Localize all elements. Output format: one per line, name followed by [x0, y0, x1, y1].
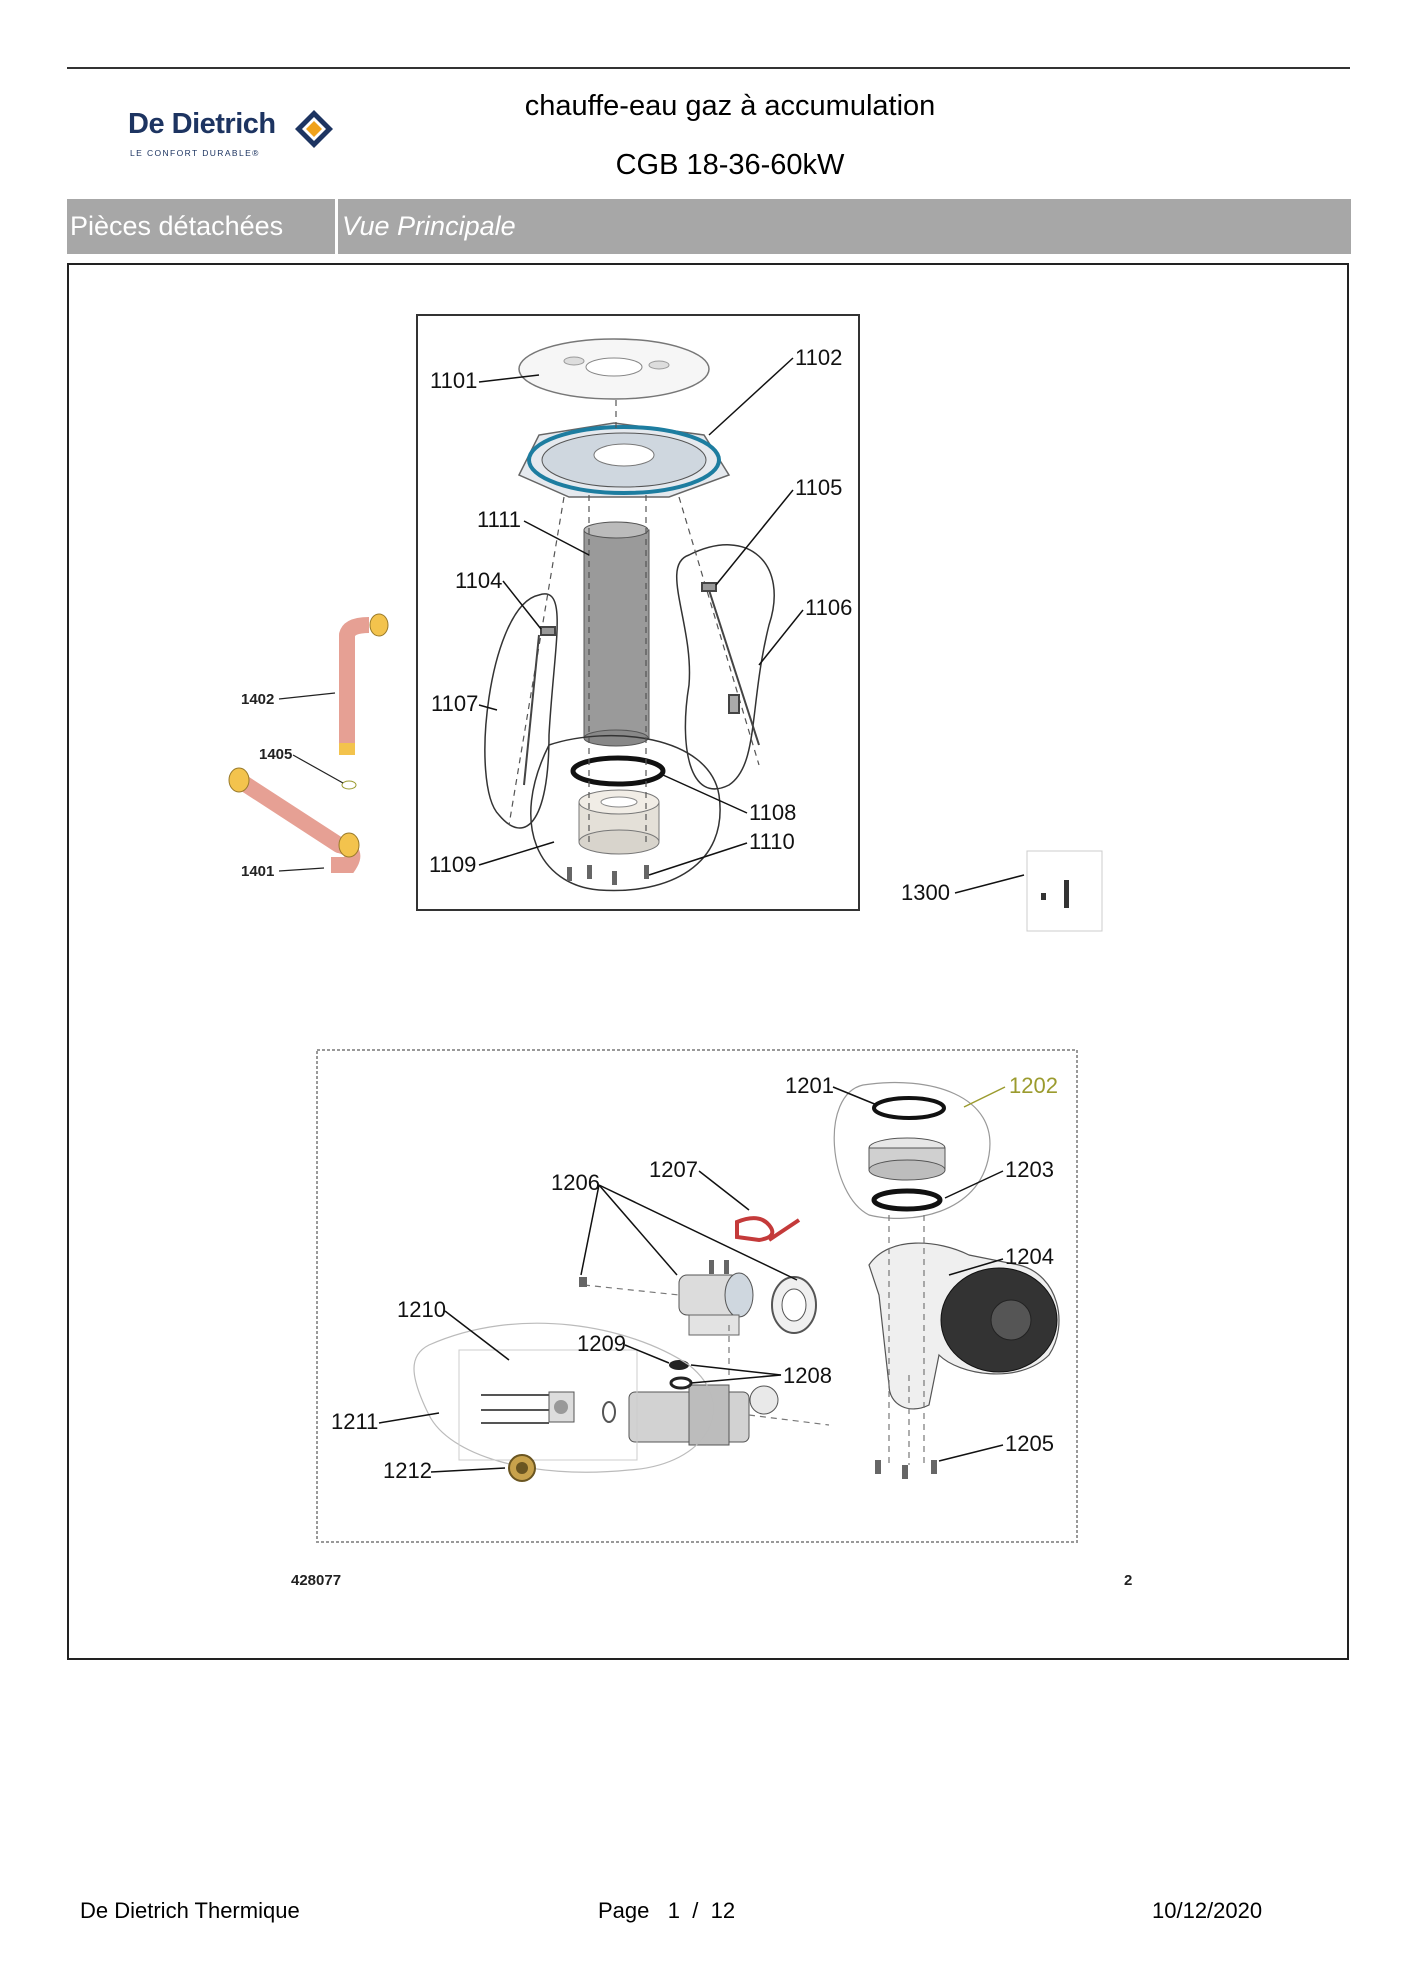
callout-1105: 1105 [795, 475, 842, 500]
section-bar: Pièces détachées Vue Principale [67, 199, 1351, 254]
diagram-frame: 1101 1102 1111 1105 1104 1106 1107 1108 … [67, 263, 1349, 1660]
footer-page-current: 1 [667, 1898, 680, 1923]
burner-tube-part [583, 521, 650, 747]
connector-part [481, 1391, 616, 1482]
ref-number: 428077 [291, 1572, 341, 1589]
brand-diamond-icon [295, 110, 333, 148]
brand-logo: De Dietrich LE CONFORT DURABLE® [128, 108, 358, 168]
gas-valve-part [628, 1272, 779, 1446]
callout-1109: 1109 [429, 852, 476, 877]
callout-1106: 1106 [805, 595, 852, 620]
exploded-view-diagram: 1101 1102 1111 1105 1104 1106 1107 1108 … [228, 314, 1132, 1589]
page-subtitle: CGB 18-36-60kW [615, 149, 845, 181]
callout-1212: 1212 [383, 1458, 432, 1483]
insulation-block-part [578, 789, 660, 855]
electrode-parts [523, 582, 760, 786]
part-1300-screw [1041, 893, 1046, 900]
callout-1205: 1205 [1005, 1431, 1054, 1456]
pipe-assembly-part [228, 613, 389, 873]
callout-1202: 1202 [1009, 1073, 1058, 1098]
section-label: Pièces détachées [70, 211, 284, 241]
callout-1111: 1111 [477, 507, 521, 532]
gasket-red-part [735, 1216, 801, 1243]
bar-separator [335, 199, 338, 254]
view-label: Vue Principale [342, 211, 516, 241]
fan-assembly-part [833, 1082, 1060, 1410]
gasket-ring-part [570, 755, 666, 787]
callout-1402: 1402 [241, 691, 274, 708]
bottom-view-box [316, 1049, 1078, 1543]
callout-1204: 1204 [1005, 1244, 1054, 1269]
footer-page-sep: / [692, 1898, 699, 1923]
gasket-plate-part [771, 1276, 817, 1334]
callout-1207: 1207 [649, 1157, 698, 1182]
callout-1210: 1210 [397, 1297, 446, 1322]
bottom-screws [579, 1260, 937, 1479]
footer-date: 10/12/2020 [1152, 1898, 1263, 1923]
callout-1206: 1206 [551, 1170, 600, 1195]
footer-page: Page 1 / 12 [598, 1898, 735, 1924]
callout-1401: 1401 [241, 863, 274, 880]
callout-1208: 1208 [783, 1363, 832, 1388]
callout-1110: 1110 [749, 829, 795, 854]
top-view-box [416, 314, 860, 911]
callout-1300: 1300 [901, 880, 950, 905]
footer-company: De Dietrich Thermique [80, 1898, 300, 1923]
page-title: chauffe-eau gaz à accumulation [524, 90, 936, 122]
footer-page-total: 12 [710, 1898, 736, 1923]
bottom-axis-lines [583, 1215, 925, 1465]
burner-flange-part [517, 422, 731, 498]
screw-parts [567, 865, 649, 885]
sheet-number: 2 [1124, 1572, 1132, 1589]
callout-1211: 1211 [331, 1409, 378, 1434]
callout-1104: 1104 [455, 568, 502, 593]
callout-1108: 1108 [749, 800, 796, 825]
burner-cap-part [518, 338, 710, 400]
footer-page-label: Page [598, 1898, 650, 1923]
pipe-callouts: 1402 1405 1401 [241, 691, 344, 880]
brand-name: De Dietrich [128, 108, 276, 140]
callout-1201: 1201 [785, 1073, 834, 1098]
callout-1209: 1209 [577, 1331, 626, 1356]
callout-1203: 1203 [1005, 1157, 1054, 1182]
bottom-callouts: 1201 1202 1207 1206 1203 1204 1210 1209 … [331, 1073, 1058, 1483]
callout-1101: 1101 [430, 368, 477, 393]
callout-1102: 1102 [795, 345, 842, 370]
top-callouts: 1101 1102 1111 1105 1104 1106 1107 1108 … [429, 345, 852, 877]
part-1300-pin [1064, 880, 1069, 908]
brand-tagline: LE CONFORT DURABLE® [130, 148, 260, 158]
top-rule [67, 67, 1350, 69]
callout-1107: 1107 [431, 691, 478, 716]
callout-1405: 1405 [259, 746, 292, 763]
